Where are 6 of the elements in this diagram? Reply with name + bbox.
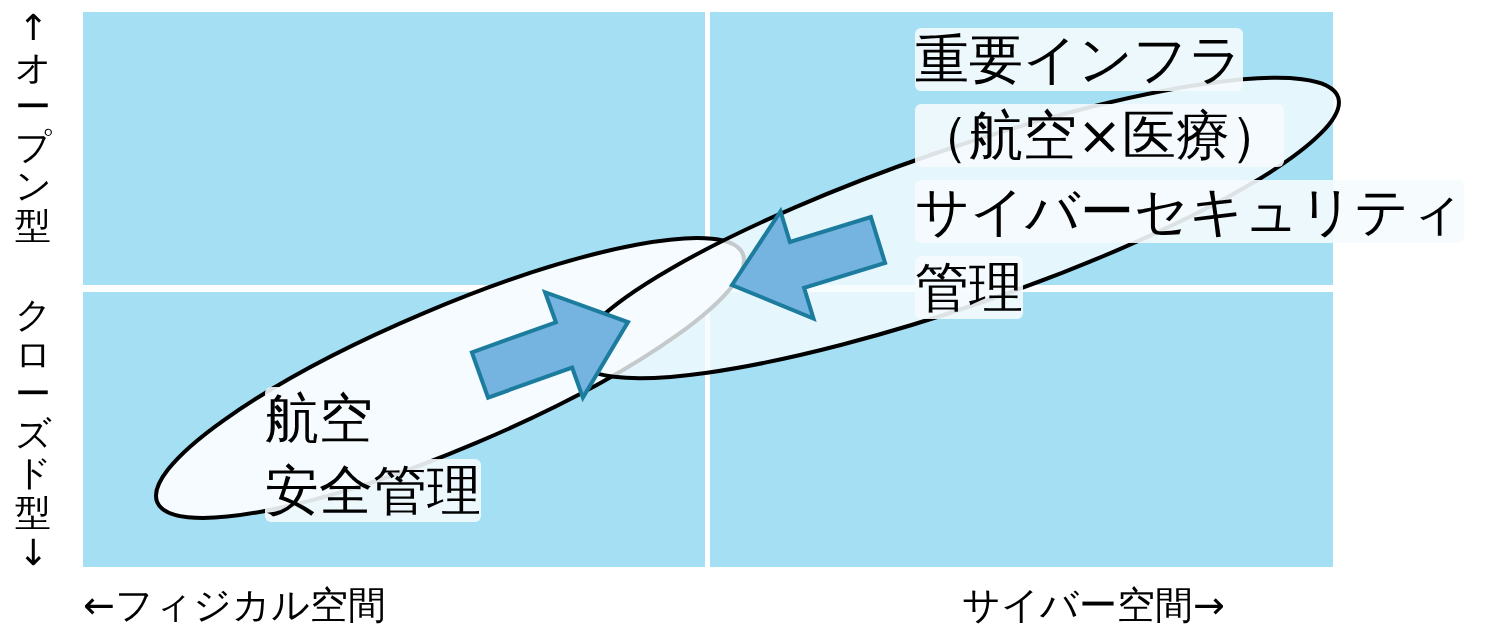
axis-label: ↑オープン型 bbox=[15, 8, 51, 246]
block-arrow bbox=[729, 206, 888, 322]
axis-label: サイバー空間→ bbox=[962, 582, 1225, 625]
axis-label: ←フィジカル空間 bbox=[83, 582, 386, 625]
axis-label: クローズド型↓ bbox=[15, 295, 51, 573]
block-arrow bbox=[469, 288, 631, 403]
